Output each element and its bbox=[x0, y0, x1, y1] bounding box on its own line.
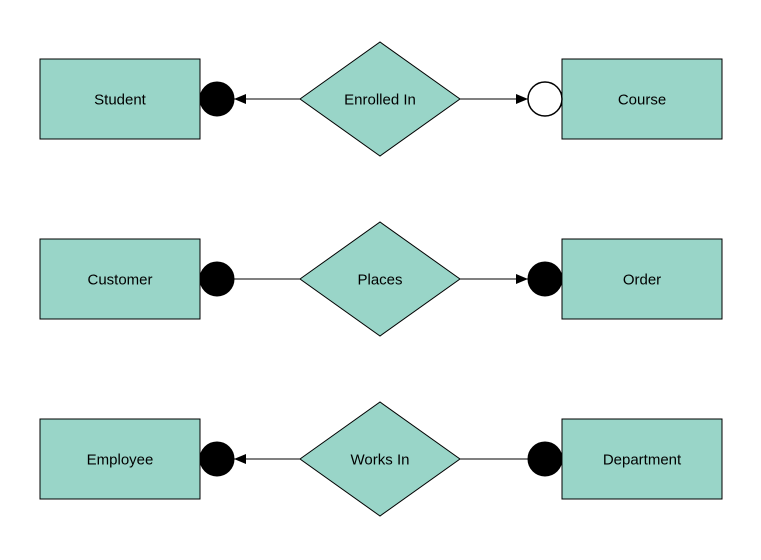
entity-department[interactable] bbox=[561, 418, 723, 500]
entity-label: Order bbox=[623, 271, 661, 288]
entity-customer[interactable] bbox=[39, 238, 201, 320]
entity-employee[interactable] bbox=[39, 418, 201, 500]
relationship-enrolled-in[interactable] bbox=[299, 41, 461, 157]
cardinality-dot-filled[interactable] bbox=[199, 441, 235, 477]
relationship-label: Works In bbox=[351, 451, 410, 468]
entity-course[interactable] bbox=[561, 58, 723, 140]
cardinality-dot-filled[interactable] bbox=[527, 441, 563, 477]
relationship-works-in[interactable] bbox=[299, 401, 461, 517]
entity-label: Course bbox=[618, 91, 666, 108]
entity-student[interactable] bbox=[39, 58, 201, 140]
entity-label: Customer bbox=[87, 271, 152, 288]
relationship-label: Places bbox=[357, 271, 402, 288]
cardinality-dot-filled[interactable] bbox=[527, 261, 563, 297]
cardinality-dot-filled[interactable] bbox=[199, 81, 235, 117]
cardinality-dot-open[interactable] bbox=[527, 81, 563, 117]
relationship-label: Enrolled In bbox=[344, 91, 416, 108]
entity-label: Department bbox=[603, 451, 682, 468]
relationship-places[interactable] bbox=[299, 221, 461, 337]
entity-label: Student bbox=[94, 91, 147, 108]
cardinality-dot-filled[interactable] bbox=[199, 261, 235, 297]
entity-label: Employee bbox=[87, 451, 154, 468]
